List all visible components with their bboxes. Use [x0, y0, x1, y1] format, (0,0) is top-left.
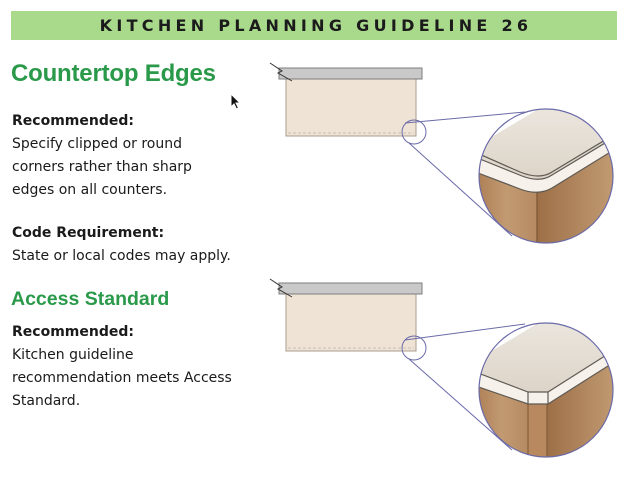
- arrow-cursor-icon: [230, 93, 242, 110]
- countertop-slab: [278, 282, 423, 295]
- text-line: recommendation meets Access: [12, 370, 232, 386]
- detail-callout-circle: [401, 335, 427, 361]
- cabinet-body: [285, 78, 417, 137]
- code-requirement-text: State or local codes may apply.: [12, 245, 231, 268]
- section-heading-countertop-edges: Countertop Edges: [11, 60, 216, 87]
- code-requirement-label: Code Requirement:: [12, 225, 165, 241]
- clipped-corner-diagram: [269, 278, 614, 458]
- text-line: Kitchen guideline: [12, 347, 134, 363]
- detail-callout-circle: [401, 119, 427, 145]
- cabinet-body: [285, 293, 417, 352]
- countertop-slab: [278, 67, 423, 80]
- text-line: corners rather than sharp: [12, 159, 192, 175]
- banner-title: KITCHEN PLANNING GUIDELINE 26: [99, 16, 533, 35]
- text-line: State or local codes may apply.: [12, 248, 231, 264]
- round-corner-diagram: [269, 62, 614, 244]
- section-heading-access-standard: Access Standard: [11, 288, 170, 310]
- text-line: Standard.: [12, 393, 81, 409]
- text-line: edges on all counters.: [12, 182, 168, 198]
- text-line: Specify clipped or round: [12, 136, 183, 152]
- round-corner-detail: [479, 109, 613, 243]
- guideline-banner: KITCHEN PLANNING GUIDELINE 26: [11, 11, 617, 40]
- recommended-text: Kitchen guideline recommendation meets A…: [12, 344, 232, 413]
- recommended-text: Specify clipped or round corners rather …: [12, 133, 192, 202]
- recommended-label: Recommended:: [12, 324, 134, 340]
- clipped-corner-detail: [479, 323, 613, 457]
- recommended-label: Recommended:: [12, 113, 134, 129]
